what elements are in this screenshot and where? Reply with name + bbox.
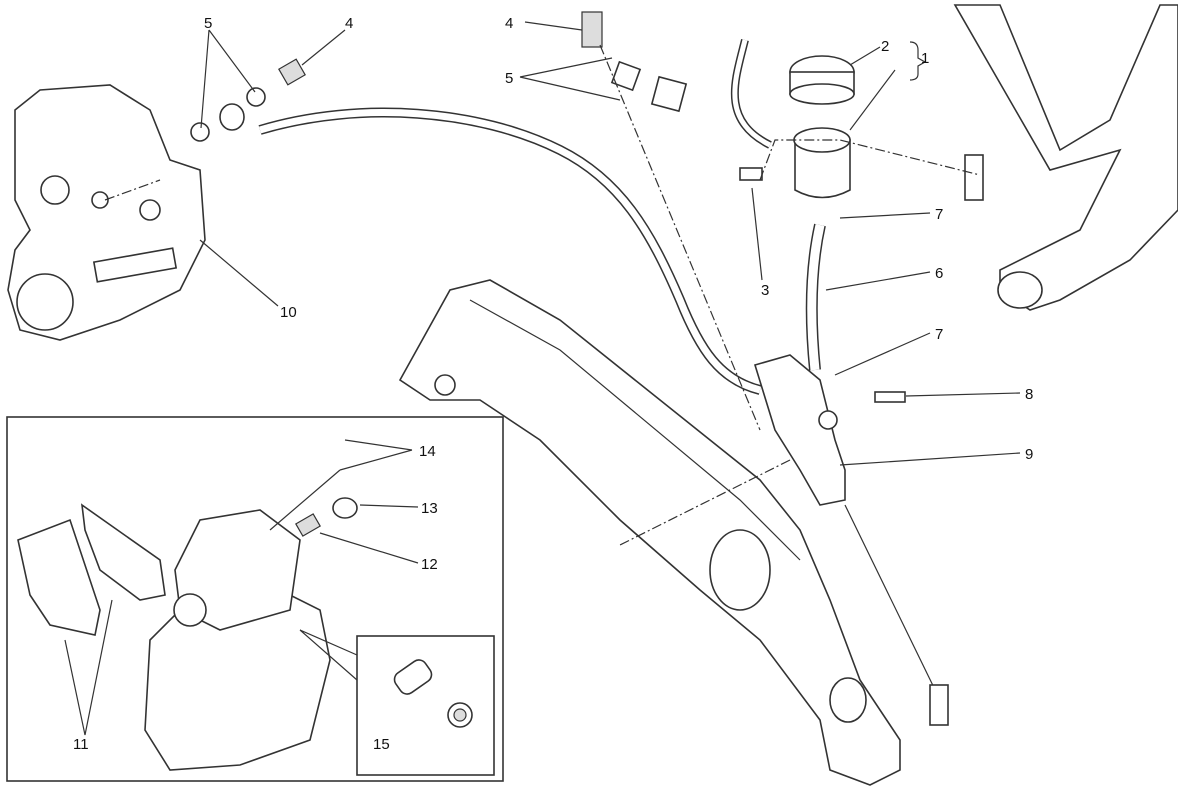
callout-4: 4	[505, 15, 513, 32]
banjo-bolt-top	[581, 11, 688, 113]
callout-8: 8	[1025, 386, 1033, 403]
callout-1: 1	[921, 50, 929, 67]
callout-13: 13	[421, 500, 438, 517]
inset-parts	[17, 469, 358, 771]
callout-11: 11	[73, 736, 89, 753]
callout-10: 10	[280, 304, 297, 321]
inset-detail-bushings	[356, 635, 495, 776]
callout-2: 2	[881, 38, 889, 55]
callout-14: 14	[419, 443, 436, 460]
banjo-bolts-left	[190, 58, 306, 142]
callout-9: 9	[1025, 446, 1033, 463]
inset-caliper-exploded	[6, 416, 504, 782]
callout-3: 3	[761, 282, 769, 299]
master-cylinder	[753, 354, 949, 726]
bushings	[393, 659, 473, 728]
callout-5: 5	[204, 15, 212, 32]
frame-tube	[953, 4, 1178, 311]
callout-15: 15	[373, 736, 390, 753]
callout-7: 7	[935, 326, 943, 343]
callout-12: 12	[421, 556, 438, 573]
callout-labels: 5 4 4 5 2 1 7 6 3 7 8 9 10 14 13 12 11 1…	[73, 15, 1033, 753]
swingarm	[398, 279, 901, 786]
callout-6: 6	[935, 265, 943, 282]
callout-5: 5	[505, 70, 513, 87]
callout-4: 4	[345, 15, 353, 32]
brake-fluid-reservoir	[739, 55, 984, 201]
brake-caliper	[7, 84, 206, 341]
callout-7: 7	[935, 206, 943, 223]
